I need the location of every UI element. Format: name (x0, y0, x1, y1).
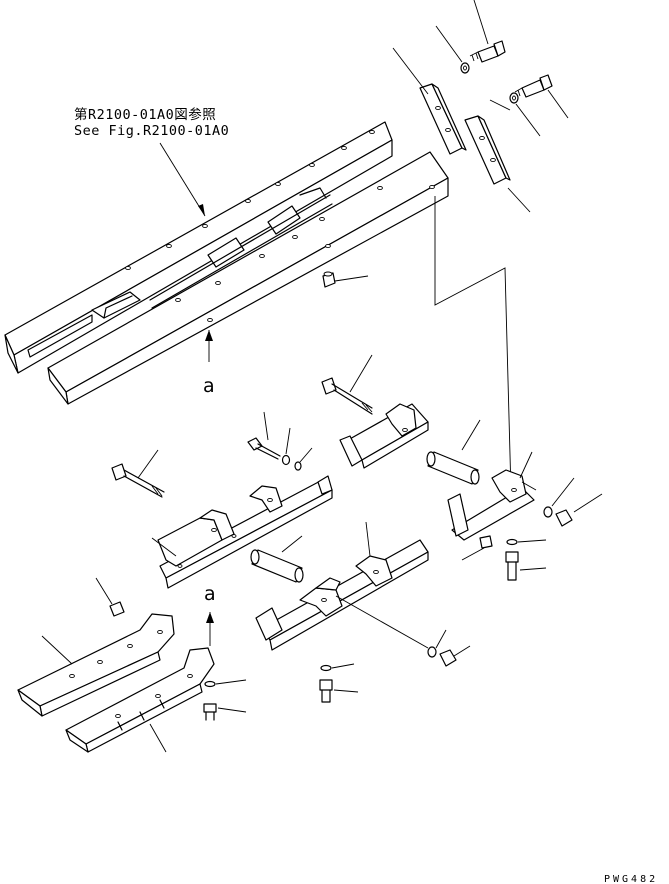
drawing-code: PWG482 (604, 874, 658, 884)
view-mark-lower: a (204, 583, 216, 605)
long-bolt-left (111, 449, 165, 498)
reference-note-japanese: 第R2100-01A0図参照 (74, 106, 216, 123)
bolt-center-lower (319, 663, 359, 703)
bolt-right-lower (505, 538, 547, 581)
carrier-bracket-mid (339, 403, 429, 469)
nut-right (543, 477, 603, 527)
spacer-tube-left (250, 535, 304, 583)
bolt-left-lower (203, 679, 247, 721)
track-guard-rear (17, 613, 175, 717)
view-arrow-upper: a (203, 330, 215, 397)
frame-rail-front (47, 151, 449, 405)
leader-washer-upper-1 (435, 25, 463, 63)
leader-plate-left (392, 47, 429, 95)
view-mark-upper: a (203, 375, 215, 397)
bolt-upper-1 (469, 40, 506, 63)
assembly-connector-line (434, 196, 512, 493)
grease-fitting-left (95, 577, 125, 617)
bolt-mid-small (247, 411, 313, 471)
leader-plate-right-top (489, 99, 511, 111)
reference-note-english: See Fig.R2100-01A0 (74, 123, 229, 139)
washer-upper-2 (509, 92, 519, 104)
cross-members (91, 187, 333, 319)
long-bolt-mid (321, 354, 373, 415)
carrier-bracket-left (151, 475, 333, 589)
nut-center (427, 629, 471, 667)
track-guard-front (65, 647, 215, 753)
washer-upper-1 (460, 62, 470, 74)
mounting-plate-right (464, 115, 511, 185)
grease-fitting-right (461, 535, 493, 561)
leader-plate-right (507, 187, 531, 213)
carrier-bracket-right (447, 451, 537, 541)
leader-washer-upper-2 (515, 103, 541, 137)
bolt-upper-2 (514, 74, 553, 98)
leader-bolt-upper-1 (473, 0, 489, 45)
leader-bolt-upper-2 (547, 89, 569, 119)
carrier-bracket-center (255, 521, 429, 651)
spacer-tube-mid (426, 419, 481, 485)
reference-leader (159, 142, 206, 217)
mounting-plate-left (419, 83, 467, 155)
grease-fitting (322, 271, 369, 288)
view-arrow-lower: a (204, 583, 216, 646)
reference-leader-arrowhead (198, 204, 205, 216)
